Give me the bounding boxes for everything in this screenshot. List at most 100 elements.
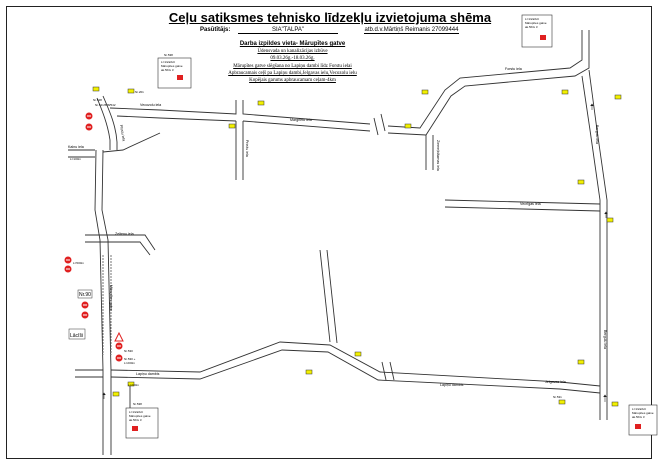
- road-edge: [387, 30, 583, 129]
- detour-arrow-sign-icon: [354, 351, 362, 357]
- work-line3: Kopējais garums apbraucamam ceļam-4km: [249, 78, 336, 84]
- detour-arrow-sign-icon: [606, 217, 614, 223]
- detour-arrow-sign-icon: [558, 399, 566, 405]
- svg-text:L=1/2a/b/c: L=1/2a/b/c: [129, 410, 144, 414]
- detail-box-top-right: L=1/2a/b/c Mārupītes gatve ak.5KG 3: [521, 14, 553, 48]
- client-value: SIA"TALPA": [238, 27, 339, 34]
- road-edge: [102, 95, 118, 150]
- detour-arrow-sign-icon: [611, 401, 619, 407]
- sign-group-left-top: Nr.521/528/542 Nr.528: [85, 98, 116, 131]
- sign-nr90: Nr.90: [77, 289, 93, 319]
- work-dates: 09.03.26g.-18.03.26g.: [270, 56, 315, 62]
- street-label-vecrigas: Vecrīgas iela: [520, 202, 541, 206]
- detour-arrow-sign-icon: [127, 381, 135, 387]
- detour-arrow-sign-icon: [421, 89, 429, 95]
- street-label-bergulu: Bergulu iela: [595, 125, 599, 144]
- detour-arrow-sign-icon: [577, 359, 585, 365]
- street-label-forstu: Forstu iela: [505, 67, 522, 71]
- work-place: Darba izpildes vieta- Mārupītes gatve: [239, 41, 346, 47]
- svg-text:Mārupītes gatve: Mārupītes gatve: [632, 411, 654, 415]
- road-edge: [116, 115, 237, 122]
- road-edge: [101, 149, 112, 455]
- road-edge: [588, 69, 608, 420]
- detour-arrow-sign-icon: [577, 179, 585, 185]
- street-label-margrietu: Margrietu iela: [290, 118, 312, 122]
- street-label-zeltenu: Zeltenu iela: [115, 232, 134, 236]
- street-label-lapinu-2: Lapiņu dambis: [440, 383, 464, 387]
- road-network: [68, 30, 608, 455]
- detour-arrow-sign-icon: [257, 100, 265, 106]
- detour-arrow-sign-icon: [92, 86, 100, 92]
- road-edge: [319, 249, 331, 343]
- street-label-prieznku: Priežu iela: [245, 140, 249, 157]
- road-edge: [110, 349, 601, 394]
- work-zone: [102, 255, 112, 355]
- svg-text:ak.5KG 3: ak.5KG 3: [525, 25, 538, 29]
- svg-text:ak.5KG 3: ak.5KG 3: [129, 418, 142, 422]
- svg-text:Nr.530 +: Nr.530 +: [124, 357, 136, 361]
- road-edge: [444, 206, 601, 212]
- road-edge: [96, 97, 111, 150]
- detail-box-bottom-right: L=1/2a/b/c Mārupītes gatve ak.5KG 3: [628, 404, 658, 436]
- direction-arrow-icon: [590, 103, 594, 110]
- no-entry-sign-icon: [635, 424, 641, 429]
- break-marker: [373, 113, 386, 136]
- detour-arrow-sign-icon: [404, 123, 412, 129]
- plate-label: Nr.201: [135, 90, 144, 94]
- direction-arrow-icon: [604, 211, 608, 218]
- plate-label-dist-b: L=200m: [128, 383, 139, 387]
- road-edge: [109, 100, 237, 115]
- detour-arrow-sign-icon: [561, 89, 569, 95]
- road-edge: [326, 249, 338, 344]
- sign-group-left-bottom: Nr.530 Nr.530 + L=200m Lācīši: [68, 328, 136, 365]
- detour-signs: [92, 86, 622, 407]
- svg-text:Nr.530: Nr.530: [124, 349, 133, 353]
- svg-text:Mārupītes gatve: Mārupītes gatve: [525, 21, 547, 25]
- detour-arrow-sign-icon: [127, 88, 135, 94]
- detail-box-bottom-left: Nr.538 L=1/2a/b/c Mārupītes gatve ak.5KG…: [125, 402, 159, 439]
- no-entry-sign-icon: [132, 426, 138, 431]
- road-edge: [102, 132, 161, 153]
- street-label-vecozolu: Vecozolu iela: [140, 103, 161, 107]
- street-label-kalnu: Kalnu iela: [68, 145, 84, 149]
- svg-text:ak.5KG 3: ak.5KG 3: [632, 415, 645, 419]
- client-label: Pasūtītājs:: [200, 27, 231, 33]
- sign-group-left-mid: L=500m: [64, 256, 84, 273]
- road-edge: [94, 149, 104, 455]
- work-line2: Apbraucamais ceļš pa Lapiņu dambi,Jelgav…: [228, 70, 357, 76]
- svg-text:L=1/2a/b/c: L=1/2a/b/c: [525, 17, 540, 21]
- street-label-marupites: Mārupītes gatve: [109, 285, 113, 311]
- svg-text:Nr.538: Nr.538: [164, 53, 173, 57]
- street-label-lapinu: Lapiņu dambis: [136, 372, 160, 376]
- work-type: Ūdensvada un kanalizācijas izbūve: [257, 49, 328, 55]
- responsible-value: atb.d.v.Mārtiņš Reimanis 27099444: [364, 27, 459, 34]
- road-edge: [85, 234, 156, 251]
- kids-mark: Lācīši: [70, 333, 83, 339]
- street-label-jelgavas: Jelgavas iela: [545, 380, 566, 384]
- svg-text:L=1/2a/b/c: L=1/2a/b/c: [632, 407, 647, 411]
- svg-text:L=1/2a/b/c: L=1/2a/b/c: [161, 60, 176, 64]
- page-title: Ceļu satiksmes tehnisko līdzekļu izvieto…: [168, 10, 492, 25]
- detour-arrow-sign-icon: [228, 123, 236, 129]
- road-edge: [242, 120, 371, 132]
- svg-text:Mārupītes gatve: Mārupītes gatve: [161, 64, 183, 68]
- svg-text:Nr.528: Nr.528: [93, 98, 102, 102]
- no-entry-sign-icon: [177, 75, 183, 80]
- warning-triangle-icon: [114, 331, 124, 342]
- svg-text:ak.5KG 3: ak.5KG 3: [161, 68, 174, 72]
- break-marker: [381, 361, 395, 381]
- road-edge: [110, 341, 601, 387]
- direction-arrow-icon: [603, 394, 607, 402]
- client-row: Pasūtītājs: SIA"TALPA": [200, 27, 339, 34]
- road-edge: [387, 30, 590, 136]
- road-edge: [581, 75, 601, 420]
- plate-label-c: Nr.531: [553, 395, 562, 399]
- road-edge: [242, 100, 371, 125]
- direction-arrow-icon: [102, 392, 106, 399]
- work-line1: Mārupītes gatve slēgšana no Lapiņu dambi…: [233, 63, 352, 69]
- plate-label-dist: L=100m: [70, 157, 81, 161]
- detail-box-top-left: Nr.538 L=1/2a/b/c Mārupītes gatve ak.5KG…: [157, 53, 192, 89]
- svg-text:Nr.90: Nr.90: [79, 292, 91, 298]
- work-info: Darba izpildes vieta- Mārupītes gatve Ūd…: [210, 41, 375, 84]
